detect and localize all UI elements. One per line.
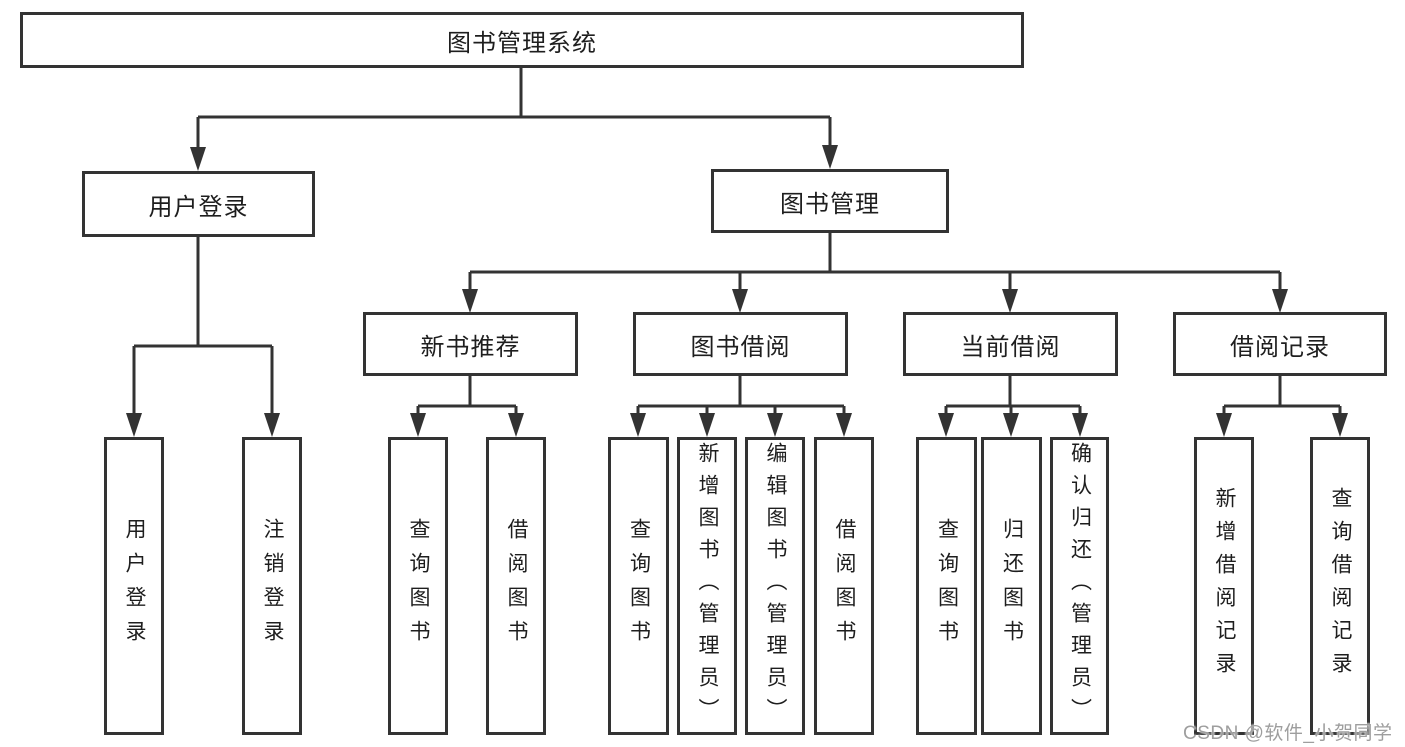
leaf-node-query-books-borrowing: 查询图书 — [608, 437, 669, 735]
connector-path — [132, 66, 1342, 416]
leaf-node-confirm-return-admin: 确认归还（管理员） — [1050, 437, 1109, 735]
group-node-current-borrowing: 当前借阅 — [903, 312, 1118, 376]
leaf-node-user-login: 用户登录 — [104, 437, 164, 735]
csdn-watermark: CSDN @软件_小贺同学 — [1183, 723, 1393, 744]
leaf-node-borrow-books-recommend: 借阅图书 — [486, 437, 546, 735]
leaf-node-query-books-current: 查询图书 — [916, 437, 977, 735]
leaf-node-edit-books-admin: 编辑图书（管理员） — [745, 437, 805, 735]
branch-node-user-login: 用户登录 — [82, 171, 315, 237]
leaf-node-return-books: 归还图书 — [981, 437, 1042, 735]
leaf-node-logout: 注销登录 — [242, 437, 302, 735]
leaf-node-query-borrow-record: 查询借阅记录 — [1310, 437, 1370, 735]
leaf-node-add-books-admin: 新增图书（管理员） — [677, 437, 737, 735]
root-node-library-management-system: 图书管理系统 — [20, 12, 1024, 68]
group-node-new-book-recommendation: 新书推荐 — [363, 312, 578, 376]
group-node-book-borrowing: 图书借阅 — [633, 312, 848, 376]
arrowhead-icons — [126, 145, 1348, 437]
branch-node-book-management: 图书管理 — [711, 169, 949, 233]
leaf-node-add-borrow-record: 新增借阅记录 — [1194, 437, 1254, 735]
group-node-borrowing-records: 借阅记录 — [1173, 312, 1387, 376]
leaf-node-borrow-books: 借阅图书 — [814, 437, 874, 735]
leaf-node-query-books-recommend: 查询图书 — [388, 437, 448, 735]
